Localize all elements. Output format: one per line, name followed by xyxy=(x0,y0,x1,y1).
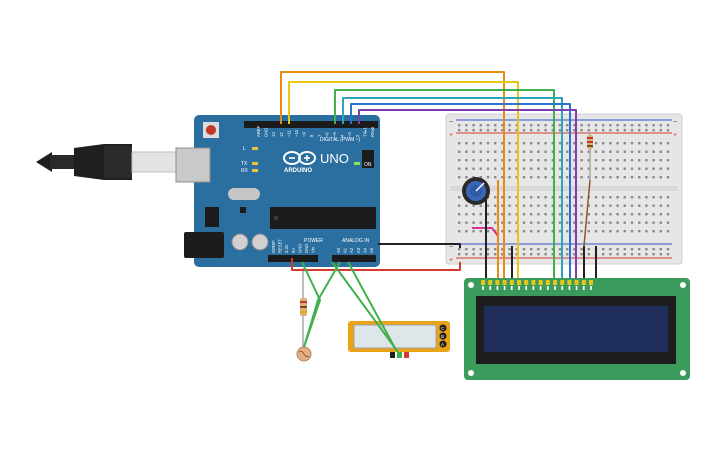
lcd-pin xyxy=(589,280,593,285)
resistor-icon xyxy=(587,132,593,180)
wire-orange xyxy=(280,71,505,278)
analog-in-label: ANALOG IN xyxy=(342,238,370,244)
lcd-16x2-display xyxy=(464,278,690,380)
led-l-label: L xyxy=(243,146,246,152)
photoresistor-icon xyxy=(296,268,312,362)
digital-pin-label: ~10 xyxy=(294,129,299,137)
lcd-pin xyxy=(531,280,536,285)
lcd-pin xyxy=(517,280,521,285)
lcd-pin xyxy=(495,280,500,285)
switch-pin-b: B xyxy=(441,334,444,339)
slide-switch-icon[interactable]: C B A xyxy=(348,321,450,358)
lcd-pin xyxy=(581,280,586,285)
digital-pin-label: 2 xyxy=(355,134,360,137)
wire-purple xyxy=(358,109,577,278)
svg-text:−: − xyxy=(449,119,453,126)
analog-pin-label: A1 xyxy=(343,247,348,253)
wire-brown-resistor xyxy=(583,179,591,247)
power-pin-label: IOREF xyxy=(271,240,276,253)
switch-pin-a: A xyxy=(441,342,444,347)
power-pin-label: Vin xyxy=(311,246,316,253)
wire-green-top xyxy=(334,89,555,278)
power-label: POWER xyxy=(304,238,323,244)
lcd-pin xyxy=(560,280,565,285)
lcd-pin xyxy=(481,280,485,285)
digital-pin-label: ~9 xyxy=(302,132,307,137)
arduino-logo-icon xyxy=(283,151,316,165)
digital-pin-label: GND xyxy=(264,128,269,137)
analog-pin-label: A5 xyxy=(369,247,374,253)
digital-pin-label: ~3 xyxy=(347,132,352,137)
wires xyxy=(280,71,597,353)
digital-pin-label: 12 xyxy=(279,132,284,137)
digital-pin-label: ~5 xyxy=(332,132,337,137)
svg-text:−: − xyxy=(449,244,453,251)
digital-pin-label: 7 xyxy=(317,134,322,137)
wire-green-switch2 xyxy=(347,261,397,351)
arduino-brand: ARDUINO xyxy=(284,168,312,174)
analog-pin-label: A4 xyxy=(362,247,367,253)
power-pin-label: 5V xyxy=(291,248,296,253)
lcd-pin xyxy=(545,280,550,285)
digital-pin-label: ~6 xyxy=(324,132,329,137)
digital-pin-label: AREF xyxy=(256,125,261,137)
digital-header xyxy=(244,121,378,128)
digital-pin-label: 4 xyxy=(340,134,345,137)
analog-pin-label: A3 xyxy=(356,247,361,253)
power-pin-label: GND xyxy=(304,244,309,253)
digital-pin-label: 8 xyxy=(309,134,314,137)
atmega-chip xyxy=(270,207,376,229)
wire-green-switch xyxy=(331,261,399,353)
analog-header xyxy=(332,255,376,262)
wire-green-a0 xyxy=(303,261,341,348)
power-pin-label: 3.3V xyxy=(284,244,289,253)
wire-blue xyxy=(350,103,571,278)
digital-pwm-label: DIGITAL (PWM ~) xyxy=(320,137,360,143)
svg-text:−: − xyxy=(673,119,677,126)
wire-yellow xyxy=(288,81,519,278)
lcd-screen xyxy=(484,306,668,352)
reset-button[interactable] xyxy=(203,122,219,138)
lcd-pin xyxy=(502,280,507,285)
switch-pin-c: C xyxy=(441,326,445,331)
lcd-pin xyxy=(553,280,557,285)
wire-red-5v xyxy=(291,258,461,271)
lcd-pin xyxy=(574,280,579,285)
svg-text:+: + xyxy=(449,132,453,139)
digital-pin-label: ~11 xyxy=(286,130,291,137)
power-pin-label: RESET xyxy=(278,239,283,253)
led-rx-label: RX xyxy=(241,168,249,174)
digital-pin-label: RX◂0 xyxy=(370,126,375,137)
digital-pin-label: TX▸1 xyxy=(362,127,367,137)
wire-black-gnd xyxy=(378,243,461,248)
svg-text:+: + xyxy=(449,257,453,264)
analog-pin-label: A2 xyxy=(349,247,354,253)
led-tx-label: TX xyxy=(241,161,248,167)
svg-text:+: + xyxy=(673,132,677,139)
lcd-pin xyxy=(509,280,514,285)
lcd-pin xyxy=(538,280,543,285)
arduino-model: UNO xyxy=(320,151,349,166)
arduino-uno-board: L TX RX ON ARDUINO UNO DIGITAL (PWM ~) P… xyxy=(175,115,380,267)
wire-teal xyxy=(342,97,563,278)
lcd-pin xyxy=(488,280,493,285)
on-label: ON xyxy=(364,162,372,168)
lcd-pin xyxy=(524,280,529,285)
lcd-pin xyxy=(567,280,572,285)
digital-pin-label: 13 xyxy=(271,132,276,137)
analog-pin-label: A0 xyxy=(336,247,341,253)
power-pin-label: GND xyxy=(297,244,302,253)
potentiometer-icon[interactable] xyxy=(462,177,490,205)
